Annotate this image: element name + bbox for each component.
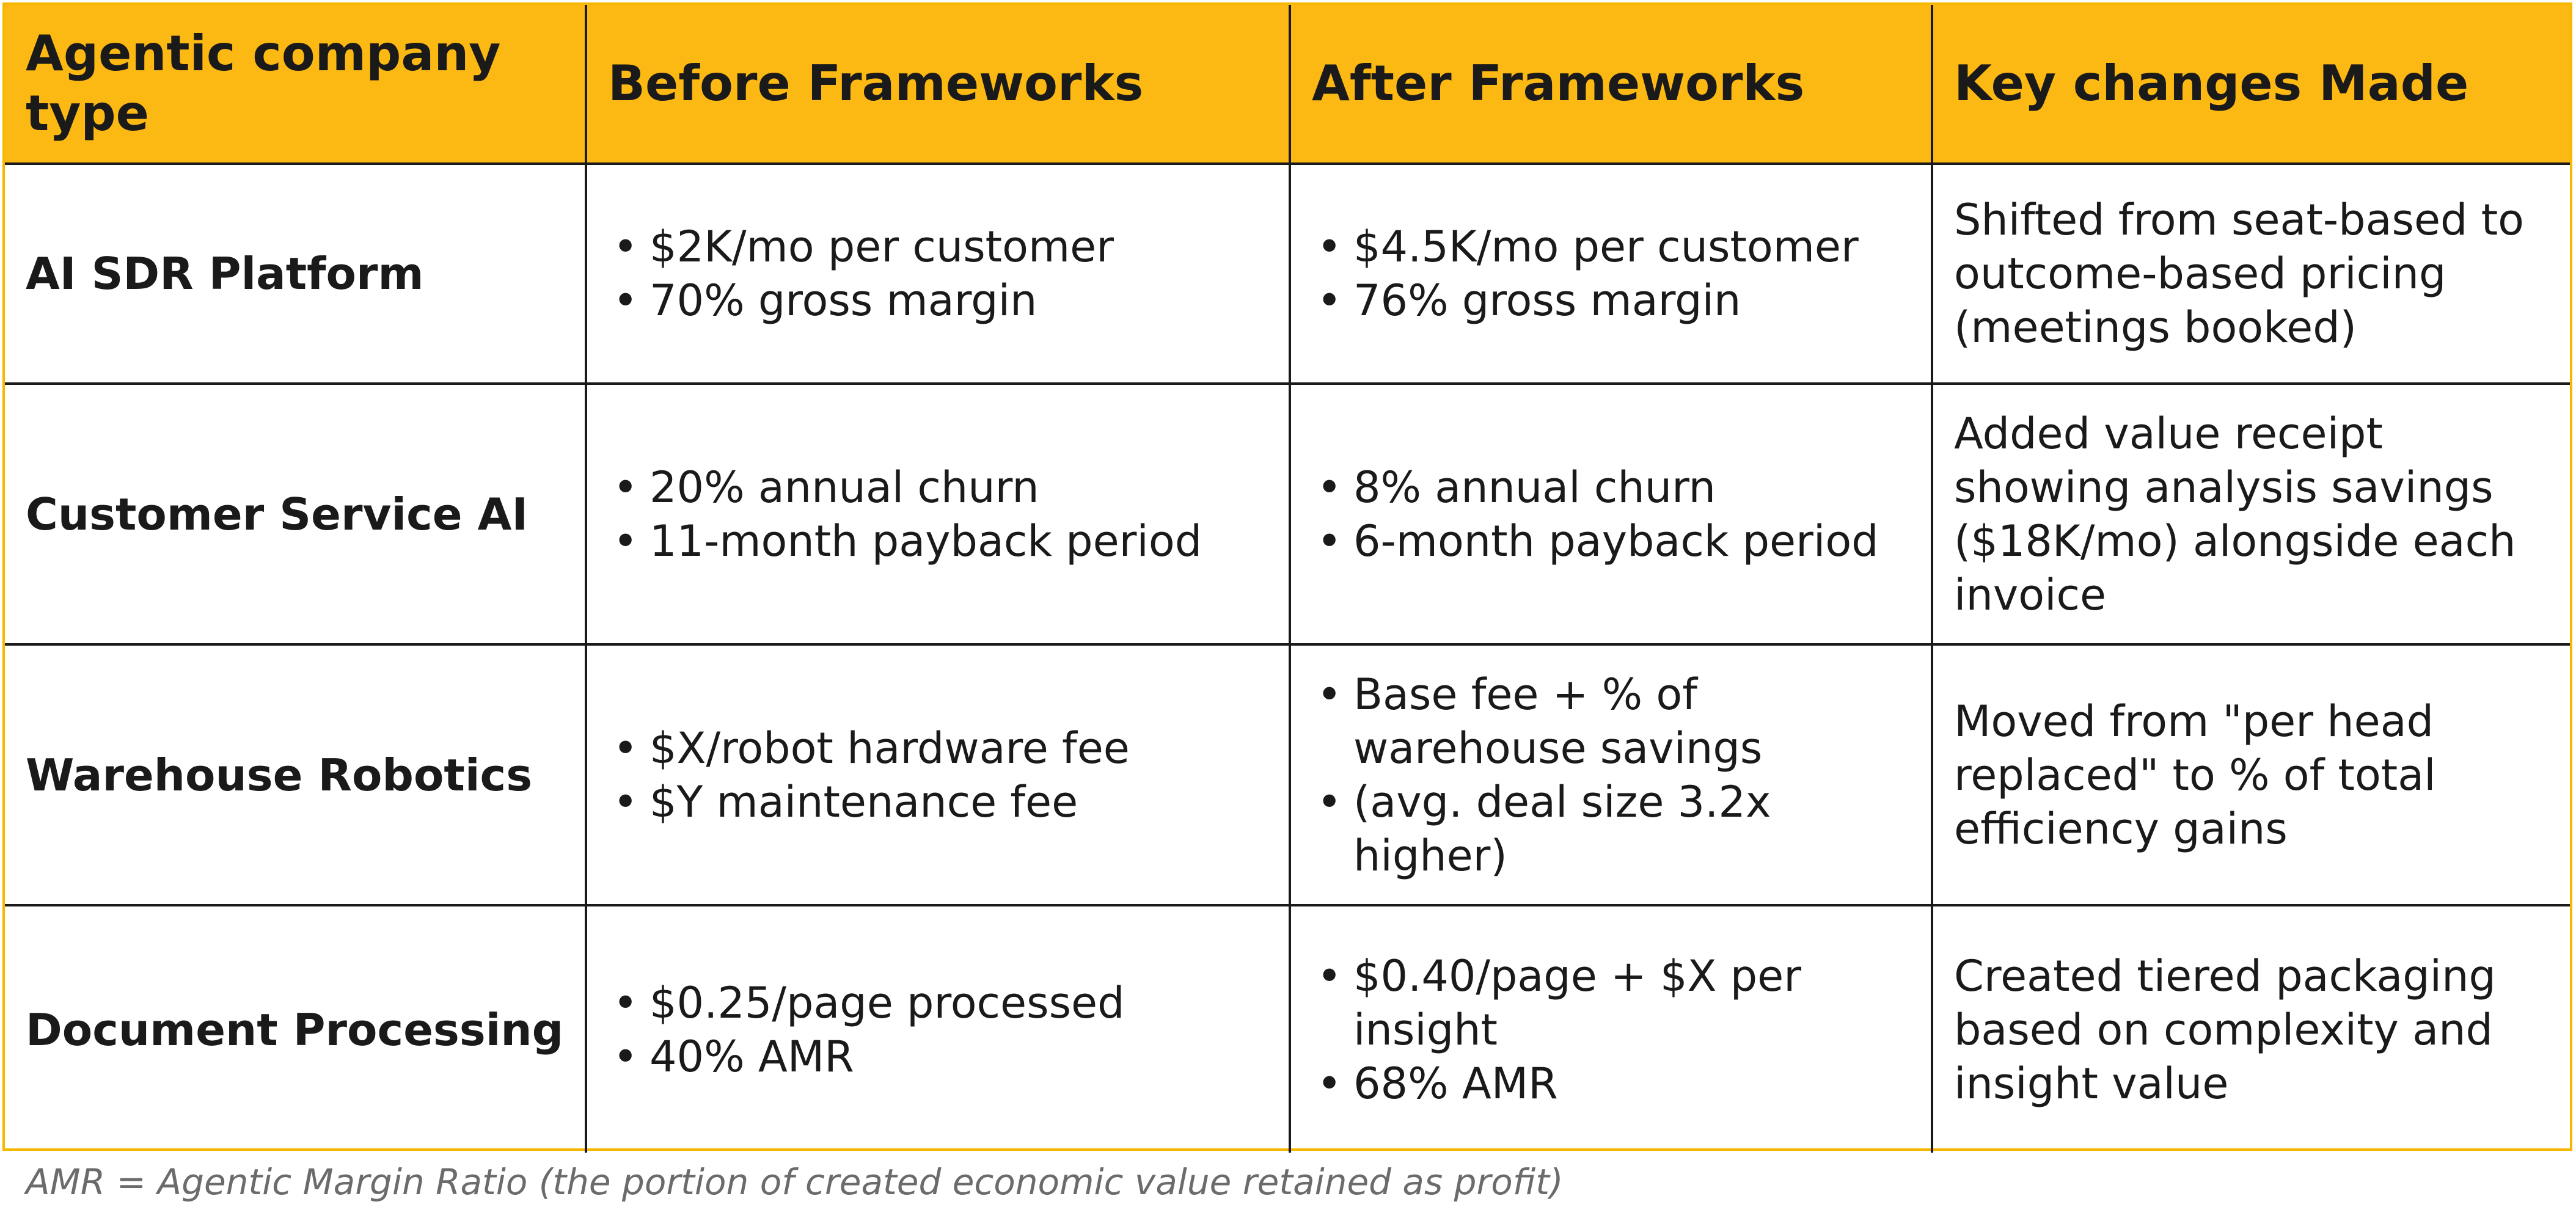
company-type-cell: AI SDR Platform	[5, 164, 587, 385]
key-changes-cell: Created tiered packaging based on comple…	[1954, 950, 2496, 1109]
after-cell: •$0.40/page + $X per insight •68% AMR	[1290, 905, 1933, 1153]
before-list: •20% annual churn •11-month payback peri…	[608, 461, 1268, 568]
pricing-comparison-table: Agentic company type Before Frameworks A…	[5, 5, 2570, 1153]
bullet-icon: •	[613, 275, 639, 326]
table-header: Agentic company type Before Frameworks A…	[5, 5, 2570, 165]
bullet-icon: •	[1317, 516, 1342, 566]
list-item-text: $X/robot hardware fee	[649, 723, 1130, 773]
header-after-frameworks: After Frameworks	[1290, 5, 1933, 165]
before-list: •$0.25/page processed •40% AMR	[608, 976, 1268, 1084]
table-row: AI SDR Platform •$2K/mo per customer •70…	[5, 164, 2570, 385]
bullet-icon: •	[613, 776, 639, 827]
company-type-cell: Document Processing	[5, 905, 587, 1153]
list-item: •68% AMR	[1312, 1057, 1910, 1110]
list-item: •$Y maintenance fee	[608, 775, 1268, 829]
list-item-text: 40% AMR	[649, 1031, 854, 1082]
bullet-icon: •	[1317, 222, 1342, 272]
after-list: •$4.5K/mo per customer •76% gross margin	[1312, 220, 1910, 327]
bullet-icon: •	[1317, 1058, 1342, 1109]
bullet-icon: •	[1317, 462, 1342, 512]
list-item-text: (avg. deal size 3.2x higher)	[1353, 776, 1771, 881]
bullet-icon: •	[1317, 275, 1342, 326]
list-item: •(avg. deal size 3.2x higher)	[1312, 775, 1910, 883]
before-list: •$X/robot hardware fee •$Y maintenance f…	[608, 721, 1268, 829]
table-row: Customer Service AI •20% annual churn •1…	[5, 384, 2570, 646]
list-item-text: 20% annual churn	[649, 462, 1039, 512]
list-item: •$0.25/page processed	[608, 976, 1268, 1030]
footnote: AMR = Agentic Margin Ratio (the portion …	[26, 1161, 1564, 1203]
list-item: •6-month payback period	[1312, 514, 1910, 568]
header-row: Agentic company type Before Frameworks A…	[5, 5, 2570, 165]
company-type-cell: Warehouse Robotics	[5, 644, 587, 906]
list-item-text: $0.40/page + $X per insight	[1353, 950, 1801, 1055]
list-item: •20% annual churn	[608, 461, 1268, 514]
bullet-icon: •	[613, 977, 639, 1028]
list-item-text: 70% gross margin	[649, 275, 1037, 326]
list-item-text: Base fee + % of warehouse savings	[1353, 669, 1763, 773]
list-item-text: $2K/mo per customer	[649, 222, 1114, 272]
bullet-icon: •	[613, 1031, 639, 1082]
header-company-type: Agentic company type	[5, 5, 587, 165]
key-changes-cell: Shifted from seat-based to outcome-based…	[1932, 164, 2570, 385]
before-cell: •$X/robot hardware fee •$Y maintenance f…	[586, 644, 1291, 906]
list-item-text: 8% annual churn	[1353, 462, 1716, 512]
before-cell: •$0.25/page processed •40% AMR	[586, 905, 1291, 1153]
before-cell: •$2K/mo per customer •70% gross margin	[586, 164, 1291, 385]
after-cell: •Base fee + % of warehouse savings •(avg…	[1290, 644, 1933, 906]
table-row: Warehouse Robotics •$X/robot hardware fe…	[5, 644, 2570, 906]
bullet-icon: •	[1317, 950, 1342, 1001]
list-item: •$2K/mo per customer	[608, 220, 1268, 274]
list-item: •11-month payback period	[608, 514, 1268, 568]
pricing-comparison-table-frame: Agentic company type Before Frameworks A…	[2, 2, 2572, 1153]
list-item: •Base fee + % of warehouse savings	[1312, 668, 1910, 775]
after-cell: •$4.5K/mo per customer •76% gross margin	[1290, 164, 1933, 385]
list-item: •40% AMR	[608, 1030, 1268, 1084]
after-cell: •8% annual churn •6-month payback period	[1290, 384, 1933, 646]
list-item-text: 11-month payback period	[649, 516, 1202, 566]
list-item: •70% gross margin	[608, 274, 1268, 327]
company-type-cell: Customer Service AI	[5, 384, 587, 646]
list-item: •76% gross margin	[1312, 274, 1910, 327]
list-item-text: $4.5K/mo per customer	[1353, 222, 1859, 272]
header-before-frameworks: Before Frameworks	[586, 5, 1291, 165]
bullet-icon: •	[613, 222, 639, 272]
list-item-text: 68% AMR	[1353, 1058, 1558, 1109]
list-item-text: $Y maintenance fee	[649, 776, 1078, 827]
list-item: •$0.40/page + $X per insight	[1312, 949, 1910, 1057]
list-item: •$X/robot hardware fee	[608, 721, 1268, 775]
key-changes-cell: Added value receipt showing analysis sav…	[1932, 384, 2570, 646]
list-item-text: $0.25/page processed	[649, 977, 1125, 1028]
list-item: •$4.5K/mo per customer	[1312, 220, 1910, 274]
bullet-icon: •	[1317, 669, 1342, 720]
header-key-changes: Key changes Made	[1932, 5, 2570, 165]
list-item-text: 6-month payback period	[1353, 516, 1879, 566]
after-list: •8% annual churn •6-month payback period	[1312, 461, 1910, 568]
table-row: Document Processing •$0.25/page processe…	[5, 905, 2570, 1153]
bullet-icon: •	[613, 723, 639, 773]
bullet-icon: •	[613, 516, 639, 566]
list-item-text: 76% gross margin	[1353, 275, 1741, 326]
after-list: •Base fee + % of warehouse savings •(avg…	[1312, 668, 1910, 883]
before-list: •$2K/mo per customer •70% gross margin	[608, 220, 1268, 327]
after-list: •$0.40/page + $X per insight •68% AMR	[1312, 949, 1910, 1110]
key-changes-cell: Moved from "per head replaced" to % of t…	[1932, 644, 2570, 906]
bullet-icon: •	[613, 462, 639, 512]
bullet-icon: •	[1317, 776, 1342, 827]
list-item: •8% annual churn	[1312, 461, 1910, 514]
before-cell: •20% annual churn •11-month payback peri…	[586, 384, 1291, 646]
table-body: AI SDR Platform •$2K/mo per customer •70…	[5, 164, 2570, 1153]
